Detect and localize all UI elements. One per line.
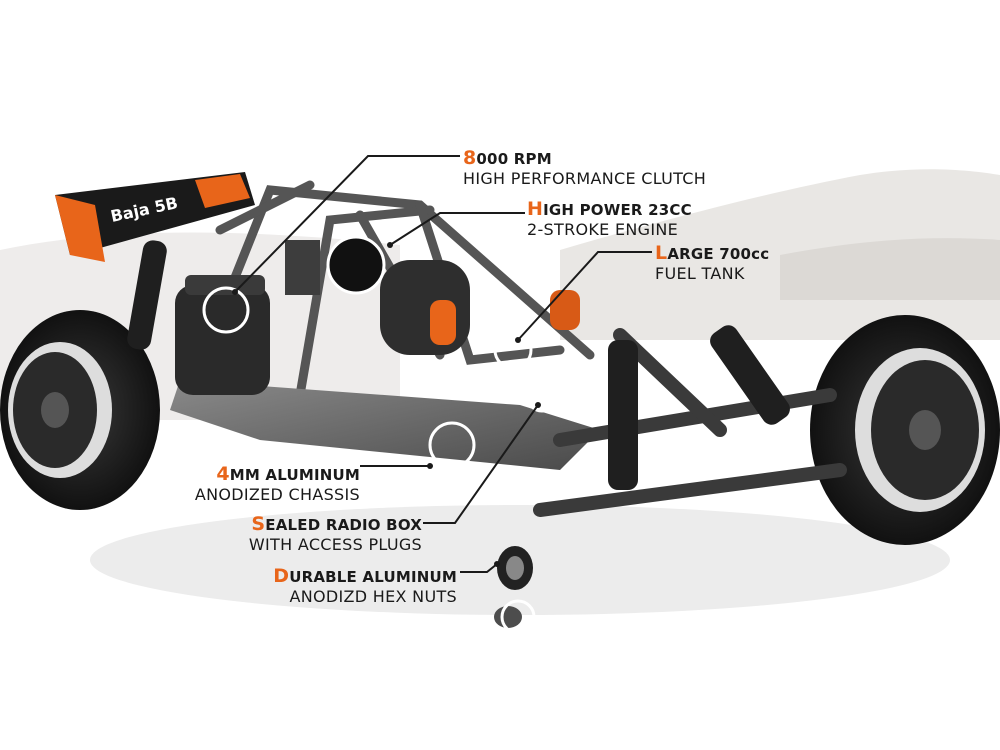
callout-hex-nut-subtitle: ANODIZD HEX NUTS xyxy=(289,587,457,606)
rear-wing: Baja 5B xyxy=(55,172,255,262)
callout-hex-nut-heading: URABLE ALUMINUM xyxy=(289,568,457,586)
callout-fuel-tank: LARGE 700cc FUEL TANK xyxy=(655,244,769,282)
callout-hex-nut-initial: D xyxy=(273,565,290,587)
callout-engine-heading: IGH POWER 23CC xyxy=(543,201,692,219)
leader-dots xyxy=(232,242,541,567)
chassis-plate xyxy=(170,380,600,470)
callout-fuel-tank-heading: ARGE 700cc xyxy=(667,245,770,263)
callout-chassis-subtitle: ANODIZED CHASSIS xyxy=(194,485,360,504)
leader-engine xyxy=(389,212,525,246)
marker-fuel-tank xyxy=(493,330,533,370)
marker-chassis xyxy=(428,421,476,469)
leader-radio-box xyxy=(423,404,539,524)
callout-engine-initial: H xyxy=(527,198,544,220)
callout-clutch-subtitle: HIGH PERFORMANCE CLUTCH xyxy=(463,169,707,188)
callout-radio-box-heading: EALED RADIO BOX xyxy=(265,516,422,534)
dune-right-shadow xyxy=(780,238,1000,300)
leader-lines xyxy=(234,155,652,573)
callout-radio-box: SEALED RADIO BOX WITH ACCESS PLUGS xyxy=(249,515,422,553)
top-bar xyxy=(0,0,1000,70)
callout-engine-subtitle: 2-STROKE ENGINE xyxy=(527,220,679,239)
callout-engine: HIGH POWER 23CC 2-STROKE ENGINE xyxy=(527,200,692,238)
callout-radio-box-initial: S xyxy=(251,513,266,535)
fuel-tank xyxy=(380,260,580,355)
leader-clutch xyxy=(234,155,460,293)
marker-radio-box xyxy=(526,381,558,413)
marker-engine xyxy=(326,235,386,295)
callout-clutch: 8000 RPM HIGH PERFORMANCE CLUTCH xyxy=(463,149,706,187)
callout-chassis-initial: 4 xyxy=(216,463,230,485)
engine xyxy=(175,240,320,395)
rear-wheel xyxy=(0,310,160,510)
callout-markers xyxy=(202,235,558,635)
callout-chassis-heading: MM ALUMINUM xyxy=(229,466,360,484)
marker-clutch xyxy=(202,286,250,334)
callout-clutch-heading: 000 RPM xyxy=(476,150,552,168)
leader-hex-nut xyxy=(460,563,498,573)
marker-hex-nut xyxy=(500,599,536,635)
callout-radio-box-subtitle: WITH ACCESS PLUGS xyxy=(248,535,422,554)
bottom-bar xyxy=(0,680,1000,750)
shocks xyxy=(127,240,790,490)
callout-clutch-initial: 8 xyxy=(463,147,477,169)
callout-fuel-tank-subtitle: FUEL TANK xyxy=(655,264,745,283)
callout-chassis: 4MM ALUMINUM ANODIZED CHASSIS xyxy=(195,465,360,503)
callout-hex-nut: DURABLE ALUMINUM ANODIZD HEX NUTS xyxy=(273,567,457,605)
leader-fuel-tank xyxy=(517,251,652,341)
front-wheel xyxy=(810,315,1000,545)
callout-fuel-tank-initial: L xyxy=(655,242,668,264)
hex-nut xyxy=(494,546,533,628)
